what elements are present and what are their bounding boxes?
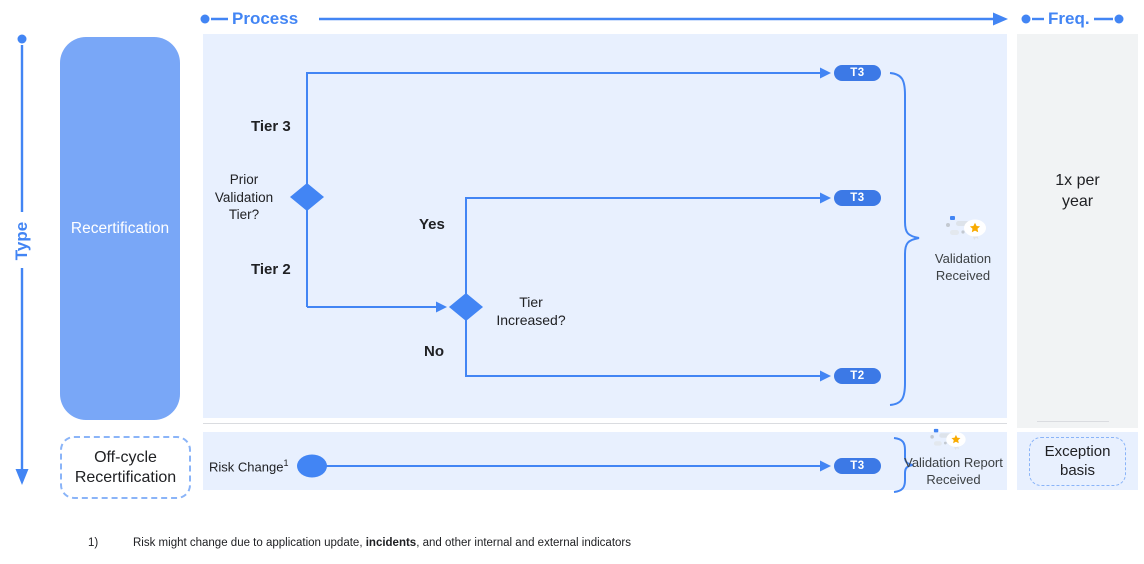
offcycle-type-box: Off-cycle Recertification (60, 436, 191, 499)
freq-axis-label: Freq. (1048, 9, 1090, 28)
process-axis (200, 12, 1008, 26)
offcycle-type-label: Off-cycle Recertification (74, 448, 177, 486)
recertification-type-box: Recertification (60, 37, 180, 420)
tier-increased-question: Tier Increased? (496, 294, 566, 329)
process-panel-recertification (203, 34, 1007, 418)
validation-received-brace (889, 72, 920, 406)
risk-change-label: Risk Change1 (209, 458, 289, 475)
tier-pill-t3-offcycle: T3 (834, 458, 881, 474)
tier3-branch-label: Tier 3 (251, 118, 291, 135)
type-axis-arrowhead (15, 469, 29, 485)
row-divider-line (203, 423, 1007, 424)
flow-arrowheads (436, 67, 831, 472)
freq-value-offcycle-box: Exception basis (1029, 437, 1126, 486)
risk-change-footnote-ref: 1 (283, 458, 289, 468)
prior-validation-tier-diamond (290, 183, 324, 211)
process-axis-label: Process (232, 9, 299, 28)
freq-divider-line (1037, 421, 1109, 422)
exception-basis-label: Exception basis (1044, 442, 1111, 479)
footnote-number: 1) (88, 537, 99, 549)
tier-increased-diamond (449, 293, 483, 321)
no-branch-label: No (424, 343, 444, 360)
risk-change-node (297, 454, 327, 478)
prior-validation-question: Prior Validation Tier? (214, 172, 274, 223)
validation-report-received-label: Validation Report Received (904, 455, 1003, 487)
tier2-branch-label: Tier 2 (251, 261, 291, 278)
validation-received-label: Validation Received (934, 251, 992, 283)
validation-report-received-icon (930, 428, 966, 451)
recertification-type-label: Recertification (70, 219, 170, 237)
type-axis (15, 34, 29, 485)
type-axis-label: Type (12, 221, 31, 261)
footnote-text: Risk might change due to application upd… (133, 537, 632, 549)
freq-panel (1017, 34, 1138, 428)
validation-received-icon (946, 216, 986, 240)
tier-pill-t3-middle: T3 (834, 190, 881, 206)
tier-pill-t3-top: T3 (834, 65, 881, 81)
flow-connectors (306, 72, 820, 467)
freq-axis (1021, 14, 1124, 24)
process-axis-arrowhead (993, 12, 1008, 26)
validation-report-brace (893, 437, 914, 493)
freq-value-recertification: 1x per year (1055, 172, 1100, 210)
yes-branch-label: Yes (419, 216, 445, 233)
tier-pill-t2: T2 (834, 368, 881, 384)
